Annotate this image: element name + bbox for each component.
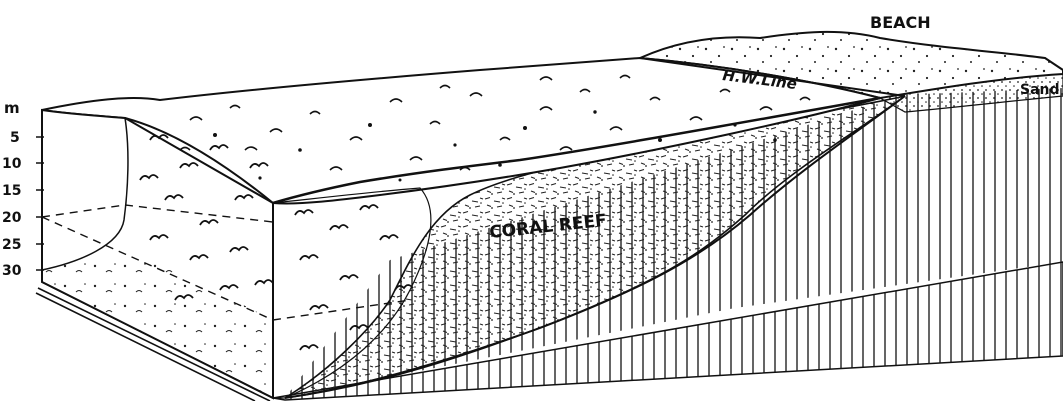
sand-label: Sand (1020, 82, 1060, 98)
depth-tick-15: 15 (2, 183, 21, 199)
depth-tick-25: 25 (2, 237, 21, 253)
depth-scale: m 5 10 15 20 25 30 (2, 99, 44, 282)
depth-unit-label: m (4, 99, 20, 117)
depth-tick-20: 20 (2, 210, 22, 226)
depth-tick-30: 30 (2, 263, 22, 279)
depth-tick-5: 5 (10, 130, 20, 146)
depth-tick-10: 10 (2, 156, 22, 172)
beach-label: BEACH (870, 13, 931, 32)
